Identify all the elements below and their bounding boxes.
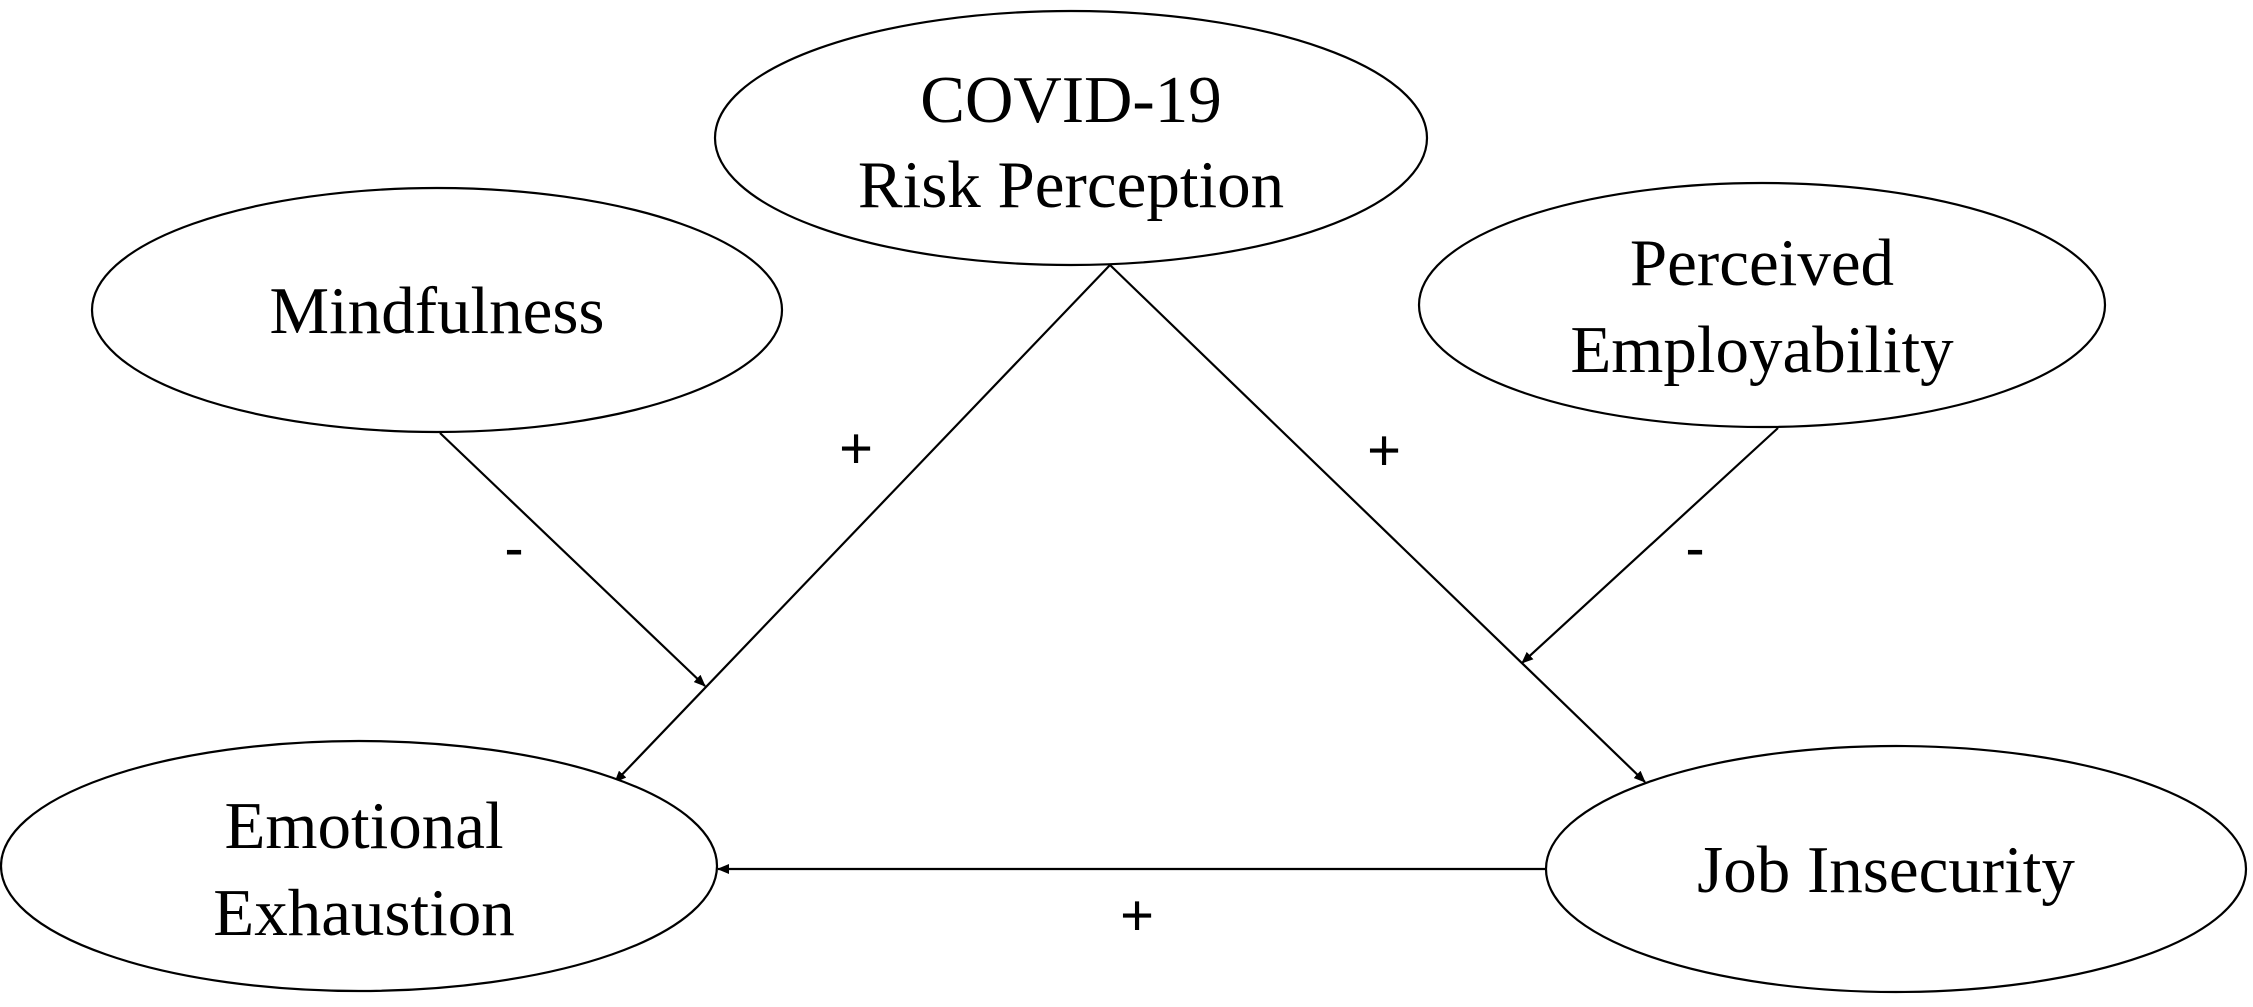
sign-covid-to-insecurity: + xyxy=(1367,418,1401,483)
node-exhaustion-label-line2: Exhaustion xyxy=(213,876,514,950)
sign-covid-to-exhaustion: + xyxy=(839,416,873,481)
sign-mindfulness-moderation: - xyxy=(504,516,523,581)
sign-employability-moderation: - xyxy=(1685,516,1704,581)
node-insecurity-label: Job Insecurity xyxy=(1697,833,2075,907)
edge-mindfulness-moderation xyxy=(439,432,706,687)
node-mindfulness-label: Mindfulness xyxy=(270,274,605,348)
node-emotional-exhaustion: Emotional Exhaustion xyxy=(0,739,718,993)
node-mindfulness: Mindfulness xyxy=(90,186,784,434)
node-exhaustion-label-line1: Emotional xyxy=(224,789,503,863)
node-covid-label-line1: COVID-19 xyxy=(920,63,1221,137)
node-covid-label-line2: Risk Perception xyxy=(858,148,1284,222)
edge-employability-moderation xyxy=(1521,427,1779,664)
node-employability-label-line1: Perceived xyxy=(1630,226,1894,300)
node-job-insecurity: Job Insecurity xyxy=(1544,744,2248,994)
node-covid-risk-perception: COVID-19 Risk Perception xyxy=(713,9,1429,267)
node-perceived-employability: Perceived Employability xyxy=(1417,181,2107,429)
node-employability-label-line2: Employability xyxy=(1570,313,1954,387)
edge-covid-to-insecurity xyxy=(1109,264,1646,783)
sign-insecurity-to-exhaustion: + xyxy=(1120,883,1154,948)
edge-covid-to-exhaustion xyxy=(614,264,1111,783)
